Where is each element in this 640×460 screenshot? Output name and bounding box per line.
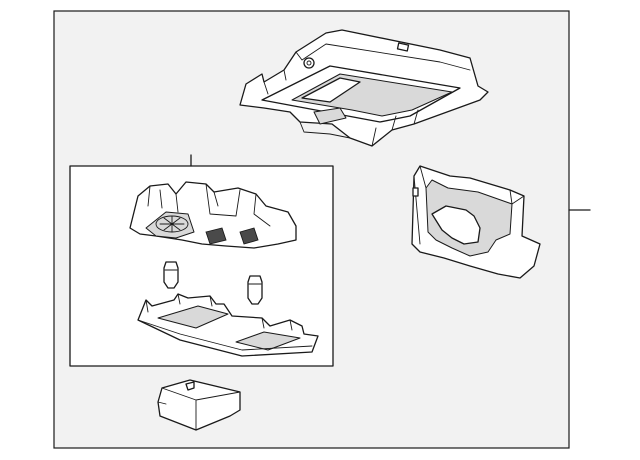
overhead-console-housing[interactable] — [239, 29, 489, 147]
bulb-right[interactable] — [247, 275, 263, 305]
bulb-left[interactable] — [163, 261, 179, 289]
lamp-housing[interactable] — [129, 181, 297, 249]
side-bezel[interactable] — [411, 165, 541, 279]
lamp-lens[interactable] — [137, 293, 319, 357]
small-cover[interactable] — [157, 379, 241, 431]
